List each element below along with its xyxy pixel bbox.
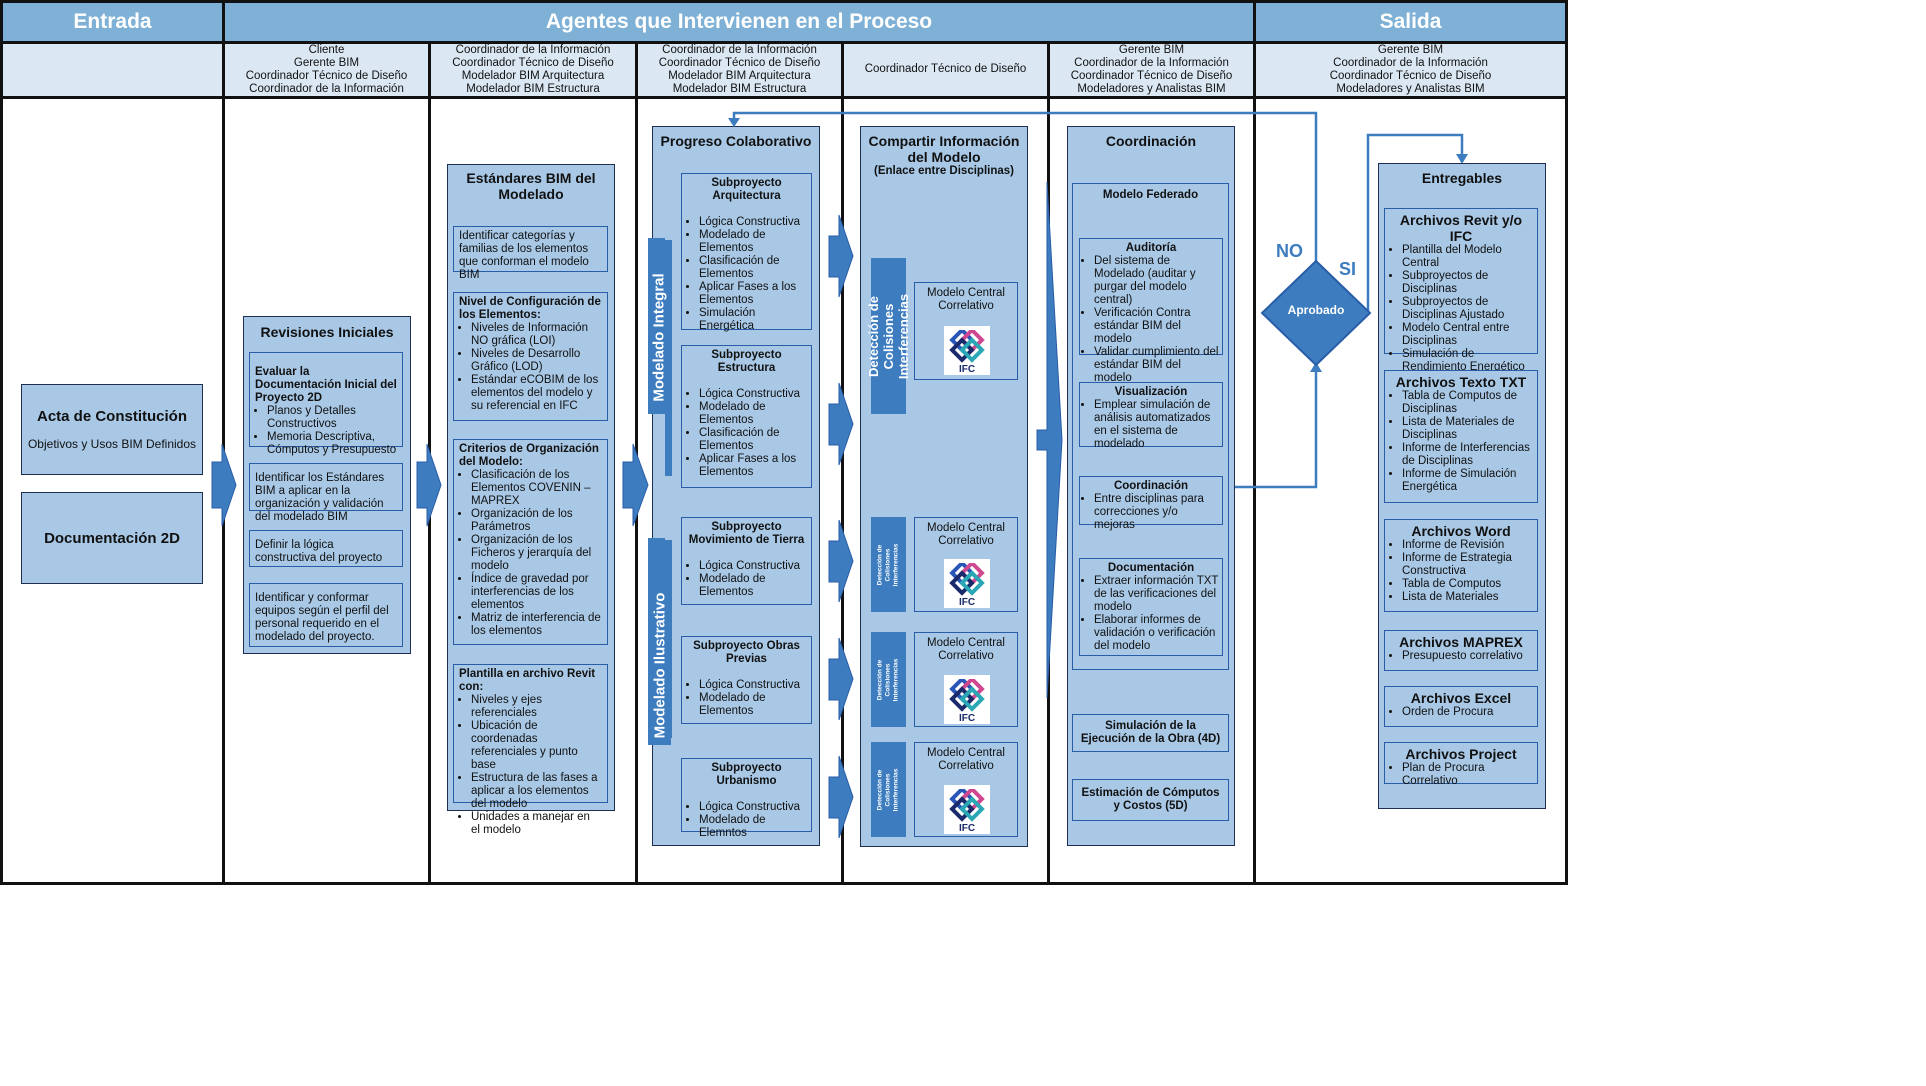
col-separator bbox=[1253, 99, 1256, 882]
revisiones-b4: Identificar y conformar equipos según el… bbox=[249, 583, 403, 647]
header-input: Entrada bbox=[3, 3, 225, 41]
entregable-project: Archivos Project Plan de Procura Correla… bbox=[1384, 742, 1538, 787]
acta-title: Acta de Constitución bbox=[36, 408, 187, 425]
deteccion-colisiones-2: Detección de Colisiones Interferencias bbox=[871, 517, 906, 612]
roles-col5: Coordinador Técnico de Diseño bbox=[844, 44, 1050, 96]
acta-constitucion-box: Acta de Constitución Objetivos y Usos BI… bbox=[21, 384, 203, 475]
col-separator bbox=[841, 99, 844, 882]
estandares-b3: Criterios de Organización del Modelo: Cl… bbox=[453, 439, 608, 645]
decision-aprobado: Aprobado bbox=[1287, 303, 1345, 317]
documentacion-box: Documentación Extraer información TXT de… bbox=[1079, 558, 1223, 656]
estandares-b2: Nivel de Configuración de los Elementos:… bbox=[453, 292, 608, 421]
roles-divider bbox=[3, 96, 1565, 99]
visualizacion-box: Visualización Emplear simulación de anál… bbox=[1079, 382, 1223, 450]
header-divider bbox=[3, 41, 1565, 44]
deteccion-colisiones-1: Detección de Colisiones Interferencias bbox=[866, 258, 911, 414]
deteccion-colisiones-4: Detección de Colisiones Interferencias bbox=[871, 742, 906, 837]
auditoria-box: Auditoría Del sistema de Modelado (audit… bbox=[1079, 238, 1223, 384]
documentacion-2d-box: Documentación 2D bbox=[21, 492, 203, 584]
flow-connectors bbox=[211, 111, 1468, 839]
decision-si-label: SI bbox=[1339, 259, 1357, 279]
entregables-title: Entregables bbox=[1421, 170, 1503, 186]
decision-no-label: NO bbox=[1276, 241, 1303, 261]
header-agents: Agentes que Intervienen en el Proceso bbox=[225, 3, 1256, 41]
deteccion-colisiones-3: Detección de Colisiones Interferencias bbox=[871, 632, 906, 727]
label-modelado-ilustrativo: Modelado Ilustrativo bbox=[648, 585, 671, 745]
revisiones-b2: Identificar los Estándares BIM a aplicar… bbox=[249, 463, 403, 523]
revisiones-title: Revisiones Iniciales bbox=[260, 324, 394, 340]
diagram-frame bbox=[0, 0, 1568, 885]
header-output: Salida bbox=[1256, 3, 1565, 41]
compartir-title: Compartir Información del Modelo bbox=[868, 133, 1020, 165]
subproyecto-arquitectura: Subproyecto Arquitectura Lógica Construc… bbox=[681, 173, 812, 332]
revisiones-b1: Evaluar la Documentación Inicial del Pro… bbox=[249, 352, 403, 456]
entregable-word: Archivos Word Informe de RevisiónInforme… bbox=[1384, 519, 1538, 612]
ifc-logo-icon: IFC bbox=[944, 675, 990, 724]
coordinacion-inner-box: Coordinación Entre disciplinas para corr… bbox=[1079, 476, 1223, 531]
estandares-title: Estándares BIM del Modelado bbox=[466, 170, 596, 202]
revisiones-b3: Definir la lógica constructiva del proye… bbox=[249, 530, 403, 567]
simulacion-4d-box: Simulación de la Ejecución de la Obra (4… bbox=[1072, 714, 1229, 752]
ifc-logo-icon: IFC bbox=[944, 785, 990, 834]
compartir-subtitle: (Enlace entre Disciplinas) bbox=[874, 165, 1014, 177]
entregable-revit-ifc: Archivos Revit y/o IFC Plantilla del Mod… bbox=[1384, 208, 1538, 373]
entregable-maprex: Archivos MAPREX Presupuesto correlativo bbox=[1384, 630, 1538, 671]
entregable-excel: Archivos Excel Orden de Procura bbox=[1384, 686, 1538, 727]
subproyecto-movimiento-tierra: Subproyecto Movimiento de Tierra Lógica … bbox=[681, 517, 812, 605]
ifc-logo-icon: IFC bbox=[944, 326, 990, 375]
acta-subtitle: Objetivos y Usos BIM Definidos bbox=[27, 437, 197, 451]
subproyecto-obras-previas: Subproyecto Obras Previas Lógica Constru… bbox=[681, 636, 812, 724]
estandares-b4: Plantilla en archivo Revit con: Niveles … bbox=[453, 664, 608, 836]
subproyecto-urbanismo: Subproyecto Urbanismo Lógica Constructiv… bbox=[681, 758, 812, 839]
estimacion-5d-box: Estimación de Cómputos y Costos (5D) bbox=[1072, 779, 1229, 821]
label-modelado-integral: Modelado Integral bbox=[648, 262, 671, 412]
roles-col1 bbox=[3, 44, 225, 96]
ifc-logo-icon: IFC bbox=[944, 559, 990, 608]
progreso-title: Progreso Colaborativo bbox=[660, 133, 812, 149]
estandares-b1: Identificar categorías y familias de los… bbox=[453, 226, 608, 281]
coordinacion-title: Coordinación bbox=[1105, 133, 1197, 149]
subproyecto-estructura: Subproyecto Estructura Lógica Constructi… bbox=[681, 345, 812, 488]
entregable-texto-txt: Archivos Texto TXT Tabla de Computos de … bbox=[1384, 370, 1538, 503]
